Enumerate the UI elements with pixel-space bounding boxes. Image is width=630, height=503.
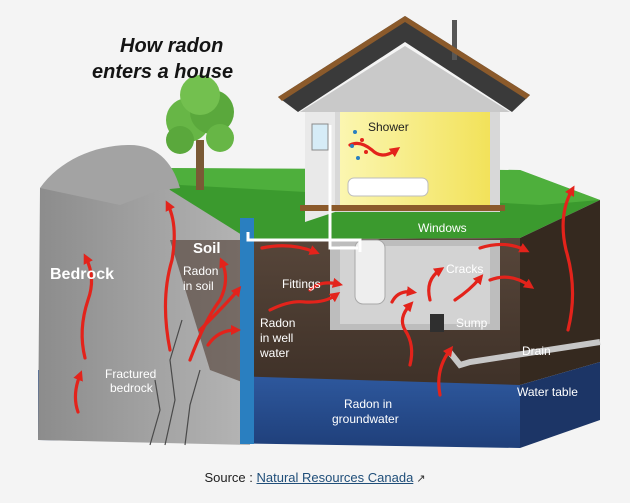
label-shower: Shower	[368, 120, 409, 134]
source-line: Source : Natural Resources Canada↗	[0, 470, 630, 485]
floor-beam	[300, 205, 505, 211]
label-fractured-2: bedrock	[110, 381, 154, 395]
tree	[166, 75, 234, 190]
well-casing	[240, 218, 254, 444]
water-heater	[354, 239, 386, 305]
label-windows: Windows	[418, 221, 467, 235]
chimney	[452, 20, 457, 60]
label-drain: Drain	[522, 344, 551, 358]
drain-pipe	[445, 339, 601, 369]
roof-ridge	[300, 46, 510, 112]
label-radon-in-soil-1: Radon	[183, 264, 218, 278]
sump-pit	[430, 314, 444, 332]
water-table-side	[520, 362, 600, 448]
label-fractured-1: Fractured	[105, 367, 156, 381]
label-sump: Sump	[456, 316, 488, 330]
label-fittings: Fittings	[282, 277, 321, 291]
label-groundwater-1: Radon in	[344, 397, 392, 411]
label-radon-in-soil-2: in soil	[183, 279, 214, 293]
source-link[interactable]: Natural Resources Canada	[256, 470, 414, 485]
source-prefix: Source :	[204, 470, 253, 485]
shower-pipe	[328, 125, 358, 250]
label-groundwater-2: groundwater	[332, 412, 399, 426]
bedrock-top	[40, 145, 180, 205]
radon-arrows	[73, 141, 575, 414]
title-line2: enters a house	[92, 61, 233, 83]
external-link-icon[interactable]: ↗	[416, 473, 426, 485]
label-water-table: Water table	[517, 385, 578, 399]
label-bedrock: Bedrock	[50, 266, 114, 283]
label-radon-well-3: water	[259, 346, 289, 360]
shower-droplets	[350, 130, 368, 160]
front-window	[311, 123, 329, 151]
bedrock-block	[38, 150, 250, 445]
soil-side	[520, 200, 600, 385]
label-radon-well-2: in well	[260, 331, 293, 345]
title-line1: How radon	[120, 35, 223, 57]
label-radon-well-1: Radon	[260, 316, 295, 330]
bedrock-fractures	[149, 319, 201, 446]
label-cracks: Cracks	[446, 262, 483, 276]
label-soil: Soil	[193, 240, 221, 257]
bathtub	[347, 177, 429, 197]
well-pipe	[246, 232, 362, 252]
